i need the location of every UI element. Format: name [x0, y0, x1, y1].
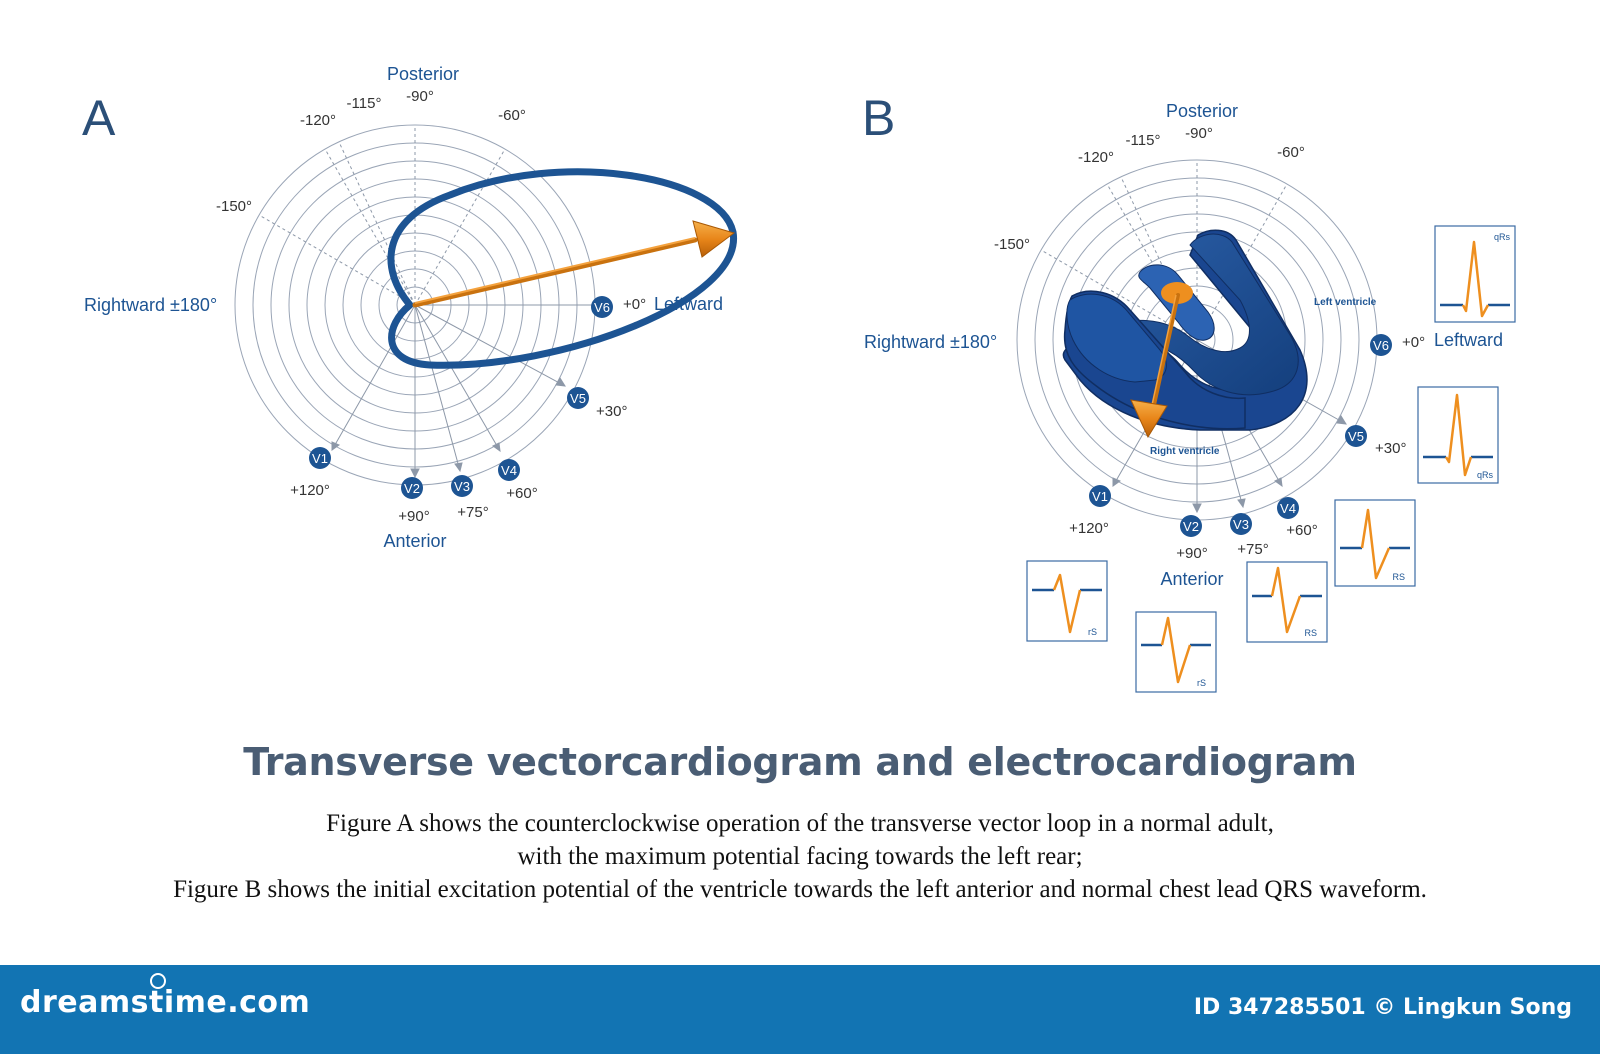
angle-minus60-a: -60°	[498, 107, 526, 124]
posterior-label-a: Posterior	[387, 64, 459, 84]
lead-badge-v6-a: V6	[591, 296, 613, 318]
caption-line-2: with the maximum potential facing toward…	[517, 843, 1083, 870]
initial-vector-arrow-b	[1130, 293, 1180, 439]
leftward-label-a: Leftward	[654, 294, 723, 314]
svg-text:V5: V5	[570, 391, 586, 406]
angle-minus115-b: -115°	[1126, 132, 1161, 149]
svg-text:V6: V6	[1373, 338, 1389, 353]
lead-badge-v2-a: V2	[401, 477, 423, 499]
transverse-vector-loop	[387, 168, 737, 369]
angle-minus90-a: -90°	[406, 88, 434, 105]
ecg-label-v5: qRs	[1477, 470, 1494, 480]
svg-text:V2: V2	[404, 481, 420, 496]
angle-minus120-b: -120°	[1078, 149, 1114, 166]
figure-a: A	[82, 64, 737, 551]
caption-line-1: Figure A shows the counterclockwise oper…	[326, 810, 1274, 837]
angle-minus120-a: -120°	[300, 112, 336, 129]
figure-a-letter: A	[82, 90, 116, 146]
ecg-box-v3: RS	[1246, 561, 1328, 643]
angle-plus0-a: +0°	[623, 296, 646, 313]
rightward-label-b: Rightward ±180°	[864, 332, 997, 352]
anterior-label-a: Anterior	[383, 531, 446, 551]
figure-b-letter: B	[862, 90, 895, 146]
lead-badge-v6-b: V6	[1370, 334, 1392, 356]
ecg-box-v1: rS	[1026, 560, 1108, 642]
lead-badge-v1-a: V1	[309, 447, 331, 469]
svg-text:V2: V2	[1183, 519, 1199, 534]
leftward-label-b: Leftward	[1434, 330, 1503, 350]
angle-plus0-b: +0°	[1402, 334, 1425, 351]
lead-badge-v3-b: V3	[1230, 513, 1252, 535]
ecg-box-v4: RS	[1334, 499, 1416, 587]
rightward-label-a: Rightward ±180°	[84, 295, 217, 315]
lead-badge-v1-b: V1	[1089, 485, 1111, 507]
angle-minus90-b: -90°	[1185, 125, 1213, 142]
figure-b: B	[862, 90, 1516, 693]
lead-axes-a	[331, 304, 595, 479]
ecg-label-v4: RS	[1392, 572, 1405, 582]
ecg-box-v5: qRs	[1417, 386, 1499, 484]
brand-spiral-icon	[150, 973, 166, 989]
ventricle-model	[1062, 229, 1308, 431]
right-ventricle-label: Right ventricle	[1150, 446, 1220, 457]
lead-badge-v5-b: V5	[1345, 425, 1367, 447]
angle-plus90-b: +90°	[1176, 545, 1207, 562]
svg-text:V1: V1	[312, 451, 328, 466]
angle-plus60-b: +60°	[1286, 522, 1317, 539]
ecg-label-v1: rS	[1088, 627, 1097, 637]
ecg-label-v3: RS	[1304, 628, 1317, 638]
angle-plus90-a: +90°	[398, 508, 429, 525]
svg-text:V3: V3	[454, 479, 470, 494]
lead-badge-v4-a: V4	[498, 459, 520, 481]
stock-footer-bar: dreamstime.com ID 347285501 © Lingkun So…	[0, 965, 1600, 1054]
svg-text:V4: V4	[501, 463, 517, 478]
angle-plus120-a: +120°	[290, 482, 330, 499]
svg-text:V5: V5	[1348, 429, 1364, 444]
lead-badge-v2-b: V2	[1180, 515, 1202, 537]
lead-badge-v3-a: V3	[451, 475, 473, 497]
brand-wordmark[interactable]: dreamstime.com	[20, 985, 311, 1020]
figure-title: Transverse vectorcardiogram and electroc…	[243, 740, 1357, 784]
left-ventricle-label: Left ventricle	[1314, 297, 1377, 308]
svg-text:V3: V3	[1233, 517, 1249, 532]
max-vector-arrow-a	[412, 220, 736, 308]
angle-plus120-b: +120°	[1069, 520, 1109, 537]
ecg-box-v2: rS	[1135, 611, 1217, 693]
ecg-label-v6: qRs	[1494, 232, 1511, 242]
posterior-label-b: Posterior	[1166, 101, 1238, 121]
angle-minus150-b: -150°	[994, 236, 1030, 253]
caption-line-3: Figure B shows the initial excitation po…	[173, 876, 1427, 903]
ecg-label-v2: rS	[1197, 678, 1206, 688]
image-id-credit: ID 347285501 © Lingkun Song	[1193, 995, 1572, 1020]
svg-text:V4: V4	[1280, 501, 1296, 516]
angle-plus60-a: +60°	[506, 485, 537, 502]
ecg-box-v6: qRs	[1434, 225, 1516, 323]
diagram-canvas: A	[82, 64, 1516, 693]
lead-badge-v5-a: V5	[567, 387, 589, 409]
angle-plus75-a: +75°	[457, 504, 488, 521]
angle-minus60-b: -60°	[1277, 144, 1305, 161]
right-ventricle-top	[1066, 293, 1167, 383]
angle-plus30-a: +30°	[596, 403, 627, 420]
anterior-label-b: Anterior	[1160, 569, 1223, 589]
angle-minus115-a: -115°	[347, 95, 382, 112]
svg-text:V6: V6	[594, 300, 610, 315]
angle-plus30-b: +30°	[1375, 440, 1406, 457]
angle-minus150-a: -150°	[216, 198, 252, 215]
lead-badge-v4-b: V4	[1277, 497, 1299, 519]
septum-initial-excitation-spot	[1161, 282, 1193, 304]
svg-text:V1: V1	[1092, 489, 1108, 504]
angle-plus75-b: +75°	[1237, 541, 1268, 558]
